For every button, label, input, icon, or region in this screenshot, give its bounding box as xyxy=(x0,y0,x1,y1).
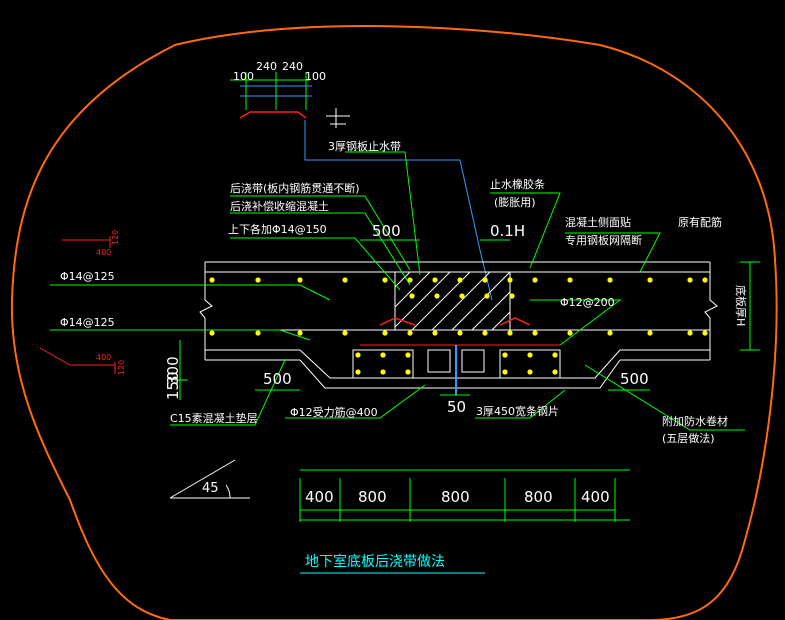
rebar-dot xyxy=(552,369,558,375)
rebar-dot xyxy=(209,330,215,336)
dim-300: 300 xyxy=(164,356,182,385)
rebar-dot xyxy=(407,330,413,336)
rebar-dot xyxy=(607,330,613,336)
rebar-dot xyxy=(527,369,533,375)
rebar-dot xyxy=(355,369,361,375)
label-mesh-note: 专用钢板网隔断 xyxy=(565,233,642,247)
red-dim-120b: 120 xyxy=(117,360,126,375)
rebar-dot xyxy=(382,330,388,336)
waterstop-detail: 100 240 240 100 xyxy=(230,60,350,128)
rebar-dot xyxy=(407,277,413,283)
rebar-dot xyxy=(434,293,440,299)
label-steel-plate: 3厚450宽条钢片 xyxy=(476,404,559,418)
label-bar-top: Φ14@125 xyxy=(60,270,115,283)
label-rubber-waterstop-note: (膨胀用) xyxy=(494,195,536,209)
rebar-dot xyxy=(342,277,348,283)
rebar-dot xyxy=(297,277,303,283)
dim-500-left: 500 xyxy=(263,370,292,388)
dim-50: 50 xyxy=(447,398,466,416)
rebar-dot xyxy=(647,330,653,336)
rebar-dot xyxy=(702,277,708,283)
rebar-dot xyxy=(532,277,538,283)
dim-01h: 0.1H xyxy=(490,222,525,240)
rebar-dot xyxy=(687,330,693,336)
rebar-dot xyxy=(532,330,538,336)
label-thickness: 底板厚H xyxy=(734,285,748,326)
drawing-title: 地下室底板后浇带做法 xyxy=(305,553,445,570)
rebar-dot xyxy=(457,277,463,283)
rebar-dot xyxy=(607,277,613,283)
label-bars-under: Φ12受力筋@400 xyxy=(290,405,378,419)
detail-dim-240a: 240 xyxy=(256,60,277,73)
rebar-dot xyxy=(527,352,533,358)
rebar-dot xyxy=(409,293,415,299)
label-rubber-waterstop: 止水橡胶条 xyxy=(490,177,545,191)
rebar-dot xyxy=(507,330,513,336)
rebar-dot xyxy=(502,369,508,375)
detail-dim-100b: 100 xyxy=(305,70,326,83)
slab-body xyxy=(199,261,718,389)
leader-lines xyxy=(50,151,760,522)
rebar-dot xyxy=(457,330,463,336)
rebar-dot xyxy=(432,330,438,336)
detail-dim-240b: 240 xyxy=(282,60,303,73)
rebar-dot xyxy=(382,277,388,283)
red-dim-120a: 120 xyxy=(111,230,120,245)
detail-dim-100a: 100 xyxy=(233,70,254,83)
label-waterproof: 附加防水卷材 xyxy=(662,414,728,428)
rebar-dot xyxy=(482,330,488,336)
label-bar-bottom: Φ14@125 xyxy=(60,316,115,329)
label-post-pour-strip: 后浇带(板内钢筋贯通不断) xyxy=(230,181,360,195)
rebar-dot xyxy=(647,277,653,283)
bottom-dim-2: 800 xyxy=(358,488,387,506)
bottom-dim-3: 800 xyxy=(441,488,470,506)
rebar-dot xyxy=(567,277,573,283)
rebar-dot xyxy=(380,352,386,358)
label-waterproof-note: (五层做法) xyxy=(662,431,715,445)
red-dim-400b: 400 xyxy=(96,353,111,362)
rebar-dot xyxy=(702,330,708,336)
rebar-dot xyxy=(552,352,558,358)
red-dim-400a: 400 xyxy=(96,248,111,257)
rebar-dot xyxy=(507,277,513,283)
angle-45: 45 xyxy=(202,481,219,496)
label-steel-waterstop: 3厚钢板止水带 xyxy=(328,139,401,153)
rebar-dot xyxy=(459,293,465,299)
label-post-pour-concrete: 后浇补偿收缩混凝土 xyxy=(230,199,329,213)
rebar-dot xyxy=(509,293,515,299)
rebar-dot xyxy=(502,352,508,358)
label-orig-bars: 原有配筋 xyxy=(678,215,722,229)
rebar-dot xyxy=(255,330,261,336)
red-marks: 400 120 400 120 xyxy=(39,230,126,375)
rebar-dot xyxy=(567,330,573,336)
rebar-dot xyxy=(255,277,261,283)
angle-symbol xyxy=(169,459,250,499)
dim-500-top: 500 xyxy=(372,222,401,240)
orange-outline xyxy=(10,25,778,620)
rebar-dots xyxy=(209,277,708,375)
dim-150: 150 xyxy=(164,371,182,400)
label-add-bars: 上下各加Φ14@150 xyxy=(228,222,327,236)
rebar-dot xyxy=(482,277,488,283)
rebar-dot xyxy=(209,277,215,283)
dim-500-right: 500 xyxy=(620,370,649,388)
bottom-dim-4: 800 xyxy=(524,488,553,506)
rebar-dot xyxy=(380,369,386,375)
label-concrete-side: 混凝土侧面贴 xyxy=(565,215,631,229)
rebar-dot xyxy=(687,277,693,283)
rebar-dot xyxy=(405,352,411,358)
rebar-dot xyxy=(432,277,438,283)
rebar-dot xyxy=(297,330,303,336)
label-stirrup: Φ12@200 xyxy=(560,296,615,309)
rebar-dot xyxy=(484,293,490,299)
label-cushion: C15素混凝土垫层 xyxy=(170,411,258,425)
post-pour-zone xyxy=(352,271,561,395)
bottom-dim-1: 400 xyxy=(305,488,334,506)
rebar-dot xyxy=(405,369,411,375)
bottom-dim-5: 400 xyxy=(581,488,610,506)
rebar-dot xyxy=(342,330,348,336)
rebar-dot xyxy=(355,352,361,358)
waterstop-leader xyxy=(304,120,493,301)
